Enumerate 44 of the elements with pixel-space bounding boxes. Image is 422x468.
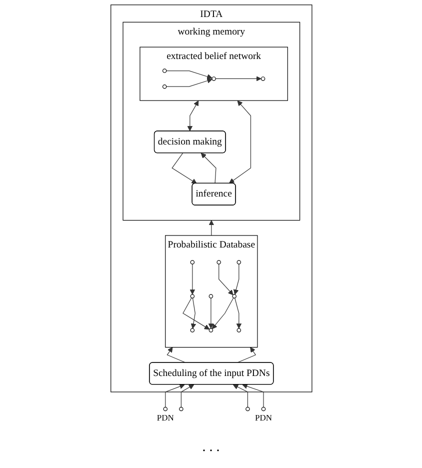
node-circle — [211, 76, 216, 81]
arrow — [236, 347, 256, 363]
arrow — [200, 152, 216, 184]
arrow — [218, 264, 233, 296]
node-circle — [245, 406, 250, 412]
node-circle — [162, 68, 166, 73]
node-circle — [260, 406, 266, 412]
node-circle — [260, 76, 265, 81]
node-circle — [190, 328, 194, 332]
arrow — [228, 100, 251, 184]
ellipsis-label: . . . — [202, 440, 220, 455]
node-circle — [190, 294, 194, 298]
node-caption: PDN — [254, 412, 272, 423]
cluster: Probabilistic Database — [164, 235, 258, 348]
arrow — [182, 298, 210, 330]
cluster: extracted belief network — [139, 46, 288, 101]
arrow — [189, 264, 195, 295]
node-circle — [208, 294, 213, 298]
arrow — [208, 220, 214, 236]
node-circle — [162, 84, 166, 89]
node-caption: PDN — [156, 412, 174, 423]
arrow — [164, 384, 184, 408]
arrow — [166, 70, 212, 80]
arrow — [233, 264, 239, 295]
node-circle — [236, 260, 241, 264]
node-circle — [236, 328, 241, 332]
node-circle — [208, 328, 213, 332]
arrow — [166, 347, 186, 363]
node-circle — [216, 260, 221, 264]
arrow — [234, 298, 242, 329]
arrow — [166, 78, 212, 87]
arrow — [214, 76, 262, 82]
arrow — [190, 298, 196, 329]
arrow — [180, 384, 194, 408]
arrow — [186, 100, 198, 132]
arrow — [242, 384, 264, 408]
node-circle — [190, 260, 194, 264]
arrow — [232, 384, 248, 408]
node-circle — [162, 406, 168, 412]
node-circle — [232, 294, 236, 298]
arrow — [208, 298, 214, 329]
node-circle — [178, 406, 183, 412]
arrow — [211, 298, 234, 330]
arrow — [171, 152, 196, 184]
